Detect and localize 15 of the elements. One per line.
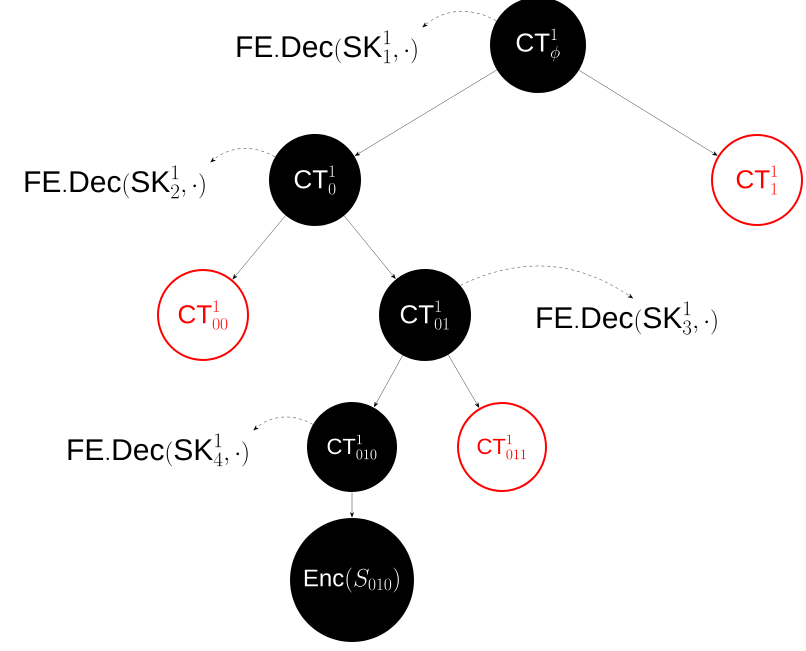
arrow — [344, 216, 396, 279]
arrow — [232, 215, 286, 280]
arrow — [578, 70, 718, 156]
arrow — [350, 492, 354, 518]
decryption-label: $\mathsf{FE.Dec}(\mathsf{SK}^1_2,\cdot)$ — [26, 165, 205, 198]
arrow — [374, 355, 403, 408]
dashed-arrow — [460, 266, 634, 298]
decryption-label: $\mathsf{FE.Dec}(\mathsf{SK}^1_3,\cdot)$ — [538, 301, 717, 335]
decryption-label: $\mathsf{FE.Dec}(\mathsf{SK}^1_1,\cdot)$ — [238, 30, 417, 64]
dashed-arrow — [210, 148, 276, 162]
dashed-arrow — [422, 11, 496, 28]
dashed-arrow — [253, 416, 314, 430]
arrow — [448, 354, 480, 408]
decryption-label: $\mathsf{FE.Dec}(\mathsf{SK}^1_4,\cdot)$ — [68, 433, 248, 466]
arrow — [354, 70, 497, 156]
